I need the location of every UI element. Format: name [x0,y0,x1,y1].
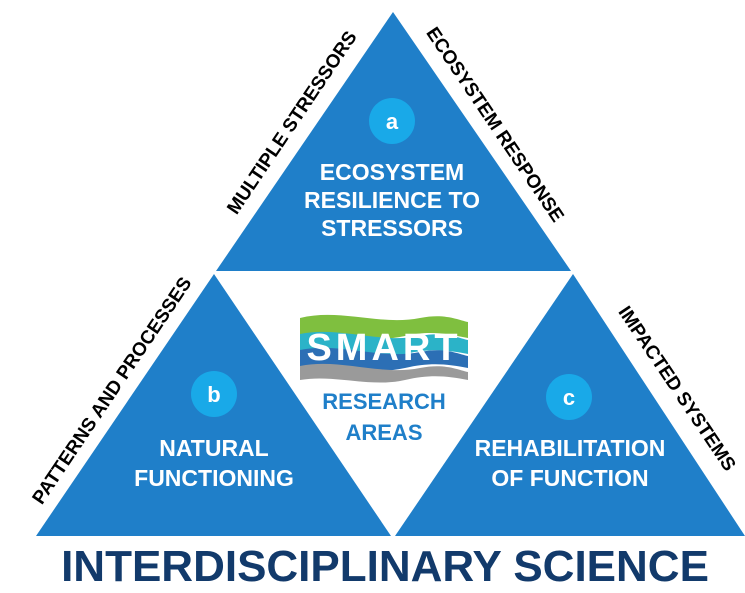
triangle-a-line-1: ECOSYSTEM [320,159,464,185]
badge-c [546,374,592,420]
badge-c-label: c [563,385,575,410]
triangle-a: a ECOSYSTEM RESILIENCE TO STRESSORS [216,12,571,271]
triangle-a-line-3: STRESSORS [321,215,463,241]
triangle-c-line-1: REHABILITATION [475,435,666,461]
badge-a-label: a [386,109,399,134]
logo-stripe-green [300,314,468,339]
smart-logo: SMART [300,314,468,383]
logo-stripe-blue [300,347,468,371]
footer-title: INTERDISCIPLINARY SCIENCE [61,542,709,591]
center-line-2: AREAS [345,420,422,445]
badge-a [369,98,415,144]
badge-b-label: b [207,382,220,407]
logo-stripe-gray [300,363,468,383]
triangle-c: c REHABILITATION OF FUNCTION [395,274,745,536]
triangle-b: b NATURAL FUNCTIONING [36,274,391,536]
triangle-a-line-2: RESILIENCE TO [304,187,480,213]
triangle-c-line-2: OF FUNCTION [491,465,648,491]
triangle-b-line-1: NATURAL [159,435,268,461]
logo-wordmark: SMART [306,327,461,369]
badge-b [191,371,237,417]
triangle-b-line-2: FUNCTIONING [134,465,294,491]
center-line-1: RESEARCH [322,389,445,414]
